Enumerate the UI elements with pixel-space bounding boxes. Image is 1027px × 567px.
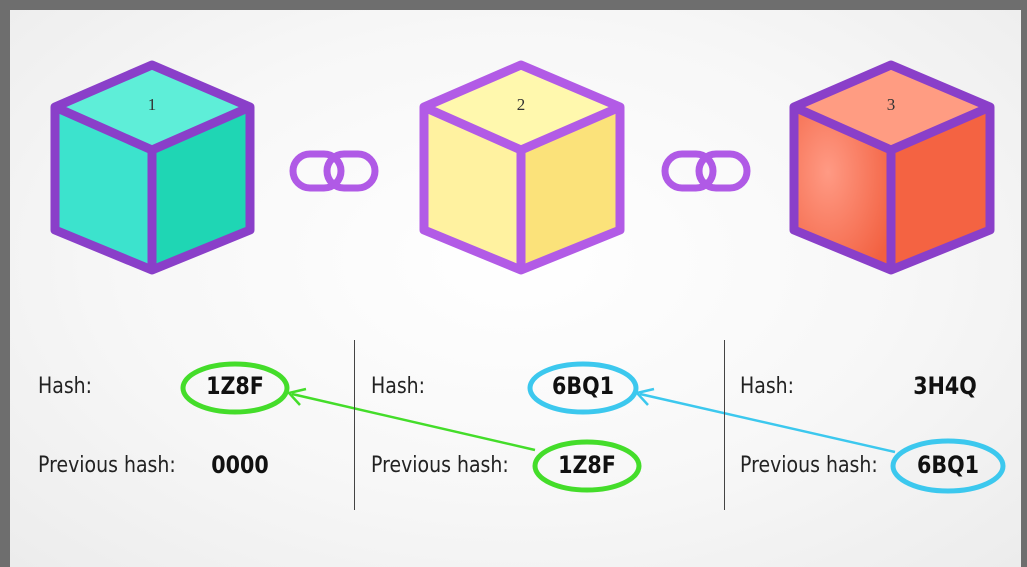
prev-hash-highlight-blue: [890, 438, 1006, 494]
hash-highlight-green: [180, 361, 290, 415]
previous-hash-value-2: 1Z8F: [558, 451, 616, 479]
column-divider: [724, 340, 725, 510]
cube-1-left: [55, 107, 152, 270]
hash-label-3: Hash:: [740, 374, 795, 399]
hash-label-2: Hash:: [371, 374, 426, 399]
green-link-arrow: [286, 387, 536, 452]
chain-link-icon: [289, 150, 379, 192]
hash-value-1: 1Z8F: [206, 372, 264, 400]
prev-hash-highlight-green: [532, 439, 642, 493]
chain-link-icon: [661, 150, 751, 192]
block-cube-1: 1: [50, 60, 255, 275]
column-divider: [354, 340, 355, 510]
previous-hash-label-3: Previous hash:: [740, 453, 878, 478]
previous-hash-value-3: 6BQ1: [916, 451, 980, 479]
block-cube-3: 3: [789, 60, 995, 275]
hash-value-3: 3H4Q: [913, 372, 977, 400]
block-cube-2: 2: [419, 60, 625, 275]
hash-label-1: Hash:: [38, 374, 93, 399]
hash-highlight-blue: [527, 361, 639, 415]
previous-hash-label-1: Previous hash:: [38, 453, 176, 478]
cube-2-left: [424, 107, 521, 270]
hash-value-2: 6BQ1: [551, 372, 615, 400]
cube-3-left: [794, 107, 891, 270]
previous-hash-label-2: Previous hash:: [371, 453, 509, 478]
cube-2-right: [521, 107, 620, 270]
block-number-1: 1: [148, 95, 157, 114]
block-number-3: 3: [887, 95, 896, 114]
previous-hash-value-1: 0000: [211, 451, 269, 479]
cube-3-right: [891, 107, 990, 270]
cube-1-right: [152, 107, 250, 270]
block-number-2: 2: [517, 95, 526, 114]
